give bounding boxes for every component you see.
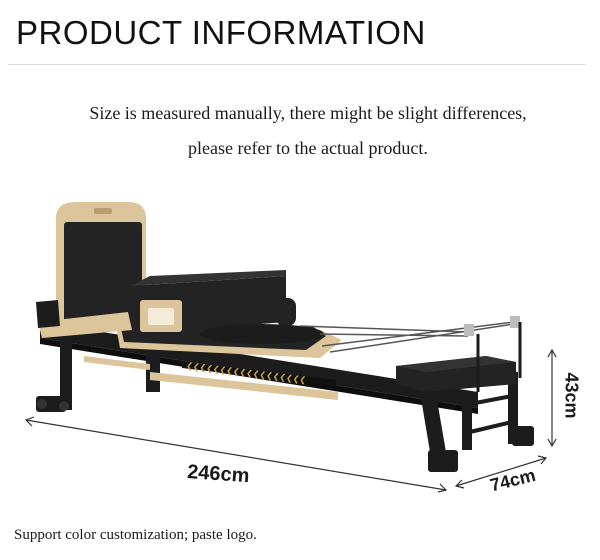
- customization-note: Support color customization; paste logo.: [14, 527, 257, 543]
- length-dimension-label: 246cm: [186, 461, 251, 488]
- height-dimension-label: 43cm: [561, 372, 582, 419]
- width-dimension-line: [454, 455, 548, 489]
- reformer-machine-image: ❮❮❮❮❮❮❮❮❮❮❮❮❮❮❮❮❮❮: [24, 202, 557, 493]
- wooden-rail: [84, 356, 338, 400]
- headrest: [36, 300, 132, 338]
- tower-frame: [56, 202, 146, 326]
- title-divider: [8, 64, 586, 65]
- measurement-notice-line-1: Size is measured manually, there might b…: [89, 103, 527, 123]
- page-title: PRODUCT INFORMATION: [16, 14, 426, 51]
- length-dimension-line: [24, 416, 448, 493]
- shoulder-rests: [200, 298, 324, 344]
- measurement-notice-line-2: please refer to the actual product.: [188, 138, 428, 158]
- ropes: [299, 316, 522, 392]
- height-dimension-line: [547, 348, 557, 448]
- platform: [396, 356, 516, 392]
